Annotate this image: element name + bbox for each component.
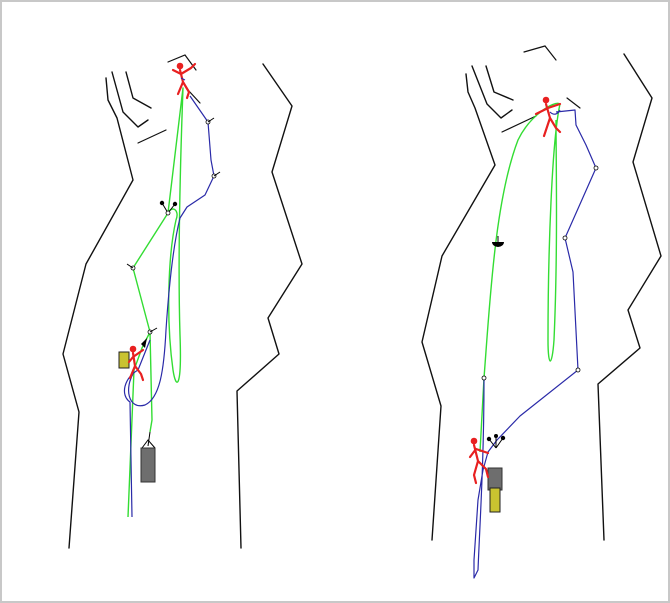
carabiner-icon [492, 236, 504, 247]
haul-bag-icon [140, 431, 156, 483]
left-panel [62, 54, 303, 549]
bolt-icon [575, 367, 581, 373]
climber-icon [171, 62, 197, 100]
anchor-icon [486, 434, 506, 449]
right-panel [421, 45, 662, 579]
bolt-icon [593, 165, 599, 171]
bolt-icon [481, 375, 487, 381]
pack-icon [487, 467, 503, 513]
right-rock-wall [421, 45, 662, 541]
right-bolts [481, 165, 599, 381]
anchor-icon [159, 200, 178, 216]
right-green-rope [479, 102, 561, 453]
climber-icon [118, 338, 147, 382]
bolt-icon [562, 235, 568, 241]
pack-icon [118, 351, 130, 369]
climber-icon [468, 437, 490, 485]
left-bolts [126, 117, 221, 335]
left-green-rope [127, 87, 184, 518]
climber-icon [534, 96, 562, 138]
right-blue-rope [473, 109, 597, 579]
left-rock-wall [62, 54, 303, 549]
